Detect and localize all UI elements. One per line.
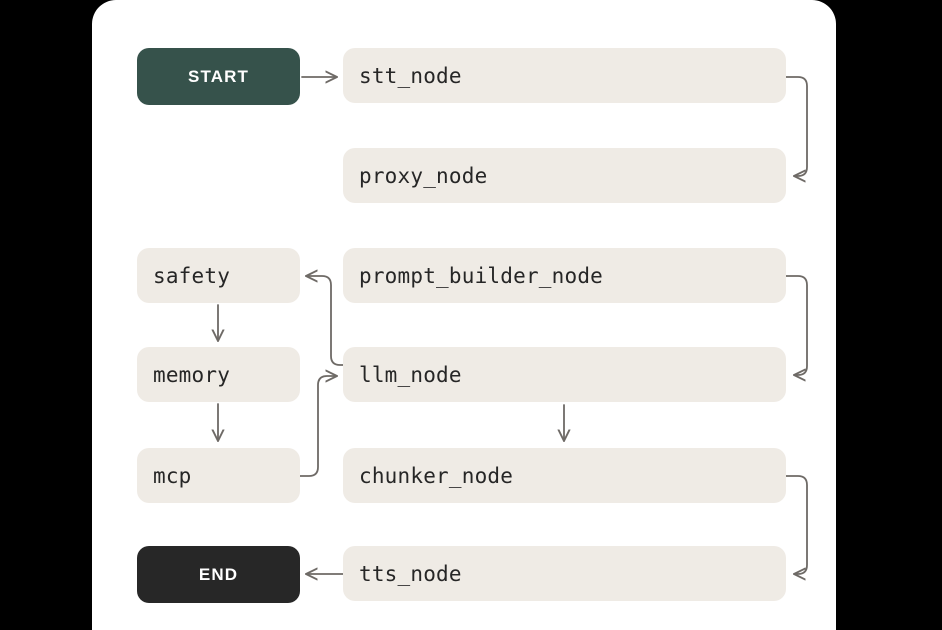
node-tts-node[interactable]: tts_node [343, 546, 786, 601]
node-stt-node[interactable]: stt_node [343, 48, 786, 103]
node-llm-node[interactable]: llm_node [343, 347, 786, 402]
node-end-label: END [198, 564, 239, 584]
node-safety[interactable]: safety [137, 248, 300, 303]
node-mcp[interactable]: mcp [137, 448, 300, 503]
node-prompt-builder-node[interactable]: prompt_builder_node [343, 248, 786, 303]
node-proxy-node-label: proxy_node [359, 163, 488, 188]
diagram-canvas [92, 0, 836, 630]
node-memory-label: memory [153, 362, 231, 387]
node-end[interactable]: END [137, 546, 300, 603]
node-start[interactable]: START [137, 48, 300, 105]
node-chunker-node-label: chunker_node [359, 463, 514, 488]
node-start-label: START [188, 66, 249, 86]
node-stt-node-label: stt_node [359, 63, 462, 88]
node-mcp-label: mcp [153, 463, 192, 488]
node-proxy-node[interactable]: proxy_node [343, 148, 786, 203]
node-memory[interactable]: memory [137, 347, 300, 402]
node-chunker-node[interactable]: chunker_node [343, 448, 786, 503]
node-safety-label: safety [153, 263, 231, 288]
node-tts-node-label: tts_node [359, 561, 462, 586]
node-llm-node-label: llm_node [359, 362, 462, 387]
node-prompt-builder-node-label: prompt_builder_node [359, 263, 604, 288]
